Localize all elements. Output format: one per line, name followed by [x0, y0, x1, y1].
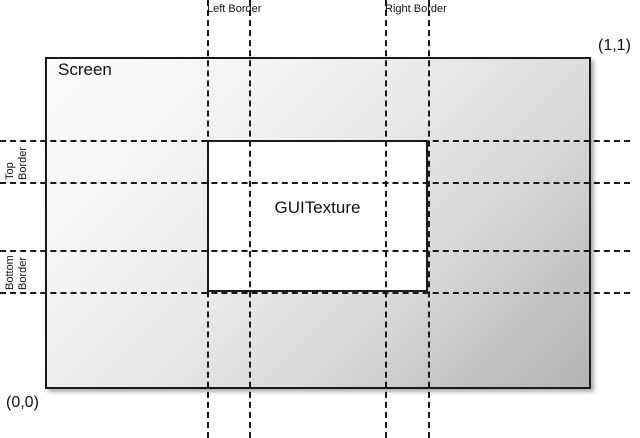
- top-border-outer-line: [0, 140, 630, 142]
- right-border-annotation: Right Border: [385, 3, 447, 16]
- left-border-inner-line: [249, 0, 251, 438]
- bottom-border-annotation: Bottom Border: [4, 248, 30, 290]
- left-border-annotation-line1: Left: [207, 3, 226, 15]
- left-border-annotation-line2: Border: [228, 3, 262, 15]
- right-border-annotation-line2: Border: [413, 3, 447, 15]
- bottom-border-annotation-line2: Border: [17, 256, 29, 290]
- guitexture-label: GUITexture: [274, 198, 361, 217]
- screen-label: Screen: [58, 60, 112, 79]
- coordinate-label-top-right: (1,1): [598, 37, 631, 54]
- left-border-outer-line: [207, 0, 209, 438]
- right-border-annotation-line1: Right: [385, 3, 411, 15]
- right-border-inner-line: [385, 0, 387, 438]
- left-border-annotation: Left Border: [207, 3, 261, 16]
- bottom-border-outer-line: [0, 292, 630, 294]
- right-border-outer-line: [428, 0, 430, 438]
- top-border-inner-line: [0, 182, 630, 184]
- top-border-annotation: Top Border: [4, 138, 30, 180]
- guitexture-rectangle: [207, 140, 428, 292]
- bottom-border-annotation-line1: Bottom: [4, 255, 16, 290]
- top-border-annotation-line1: Top: [4, 162, 16, 180]
- coordinate-label-bottom-left: (0,0): [6, 394, 39, 411]
- bottom-border-inner-line: [0, 250, 630, 252]
- top-border-annotation-line2: Border: [17, 146, 29, 180]
